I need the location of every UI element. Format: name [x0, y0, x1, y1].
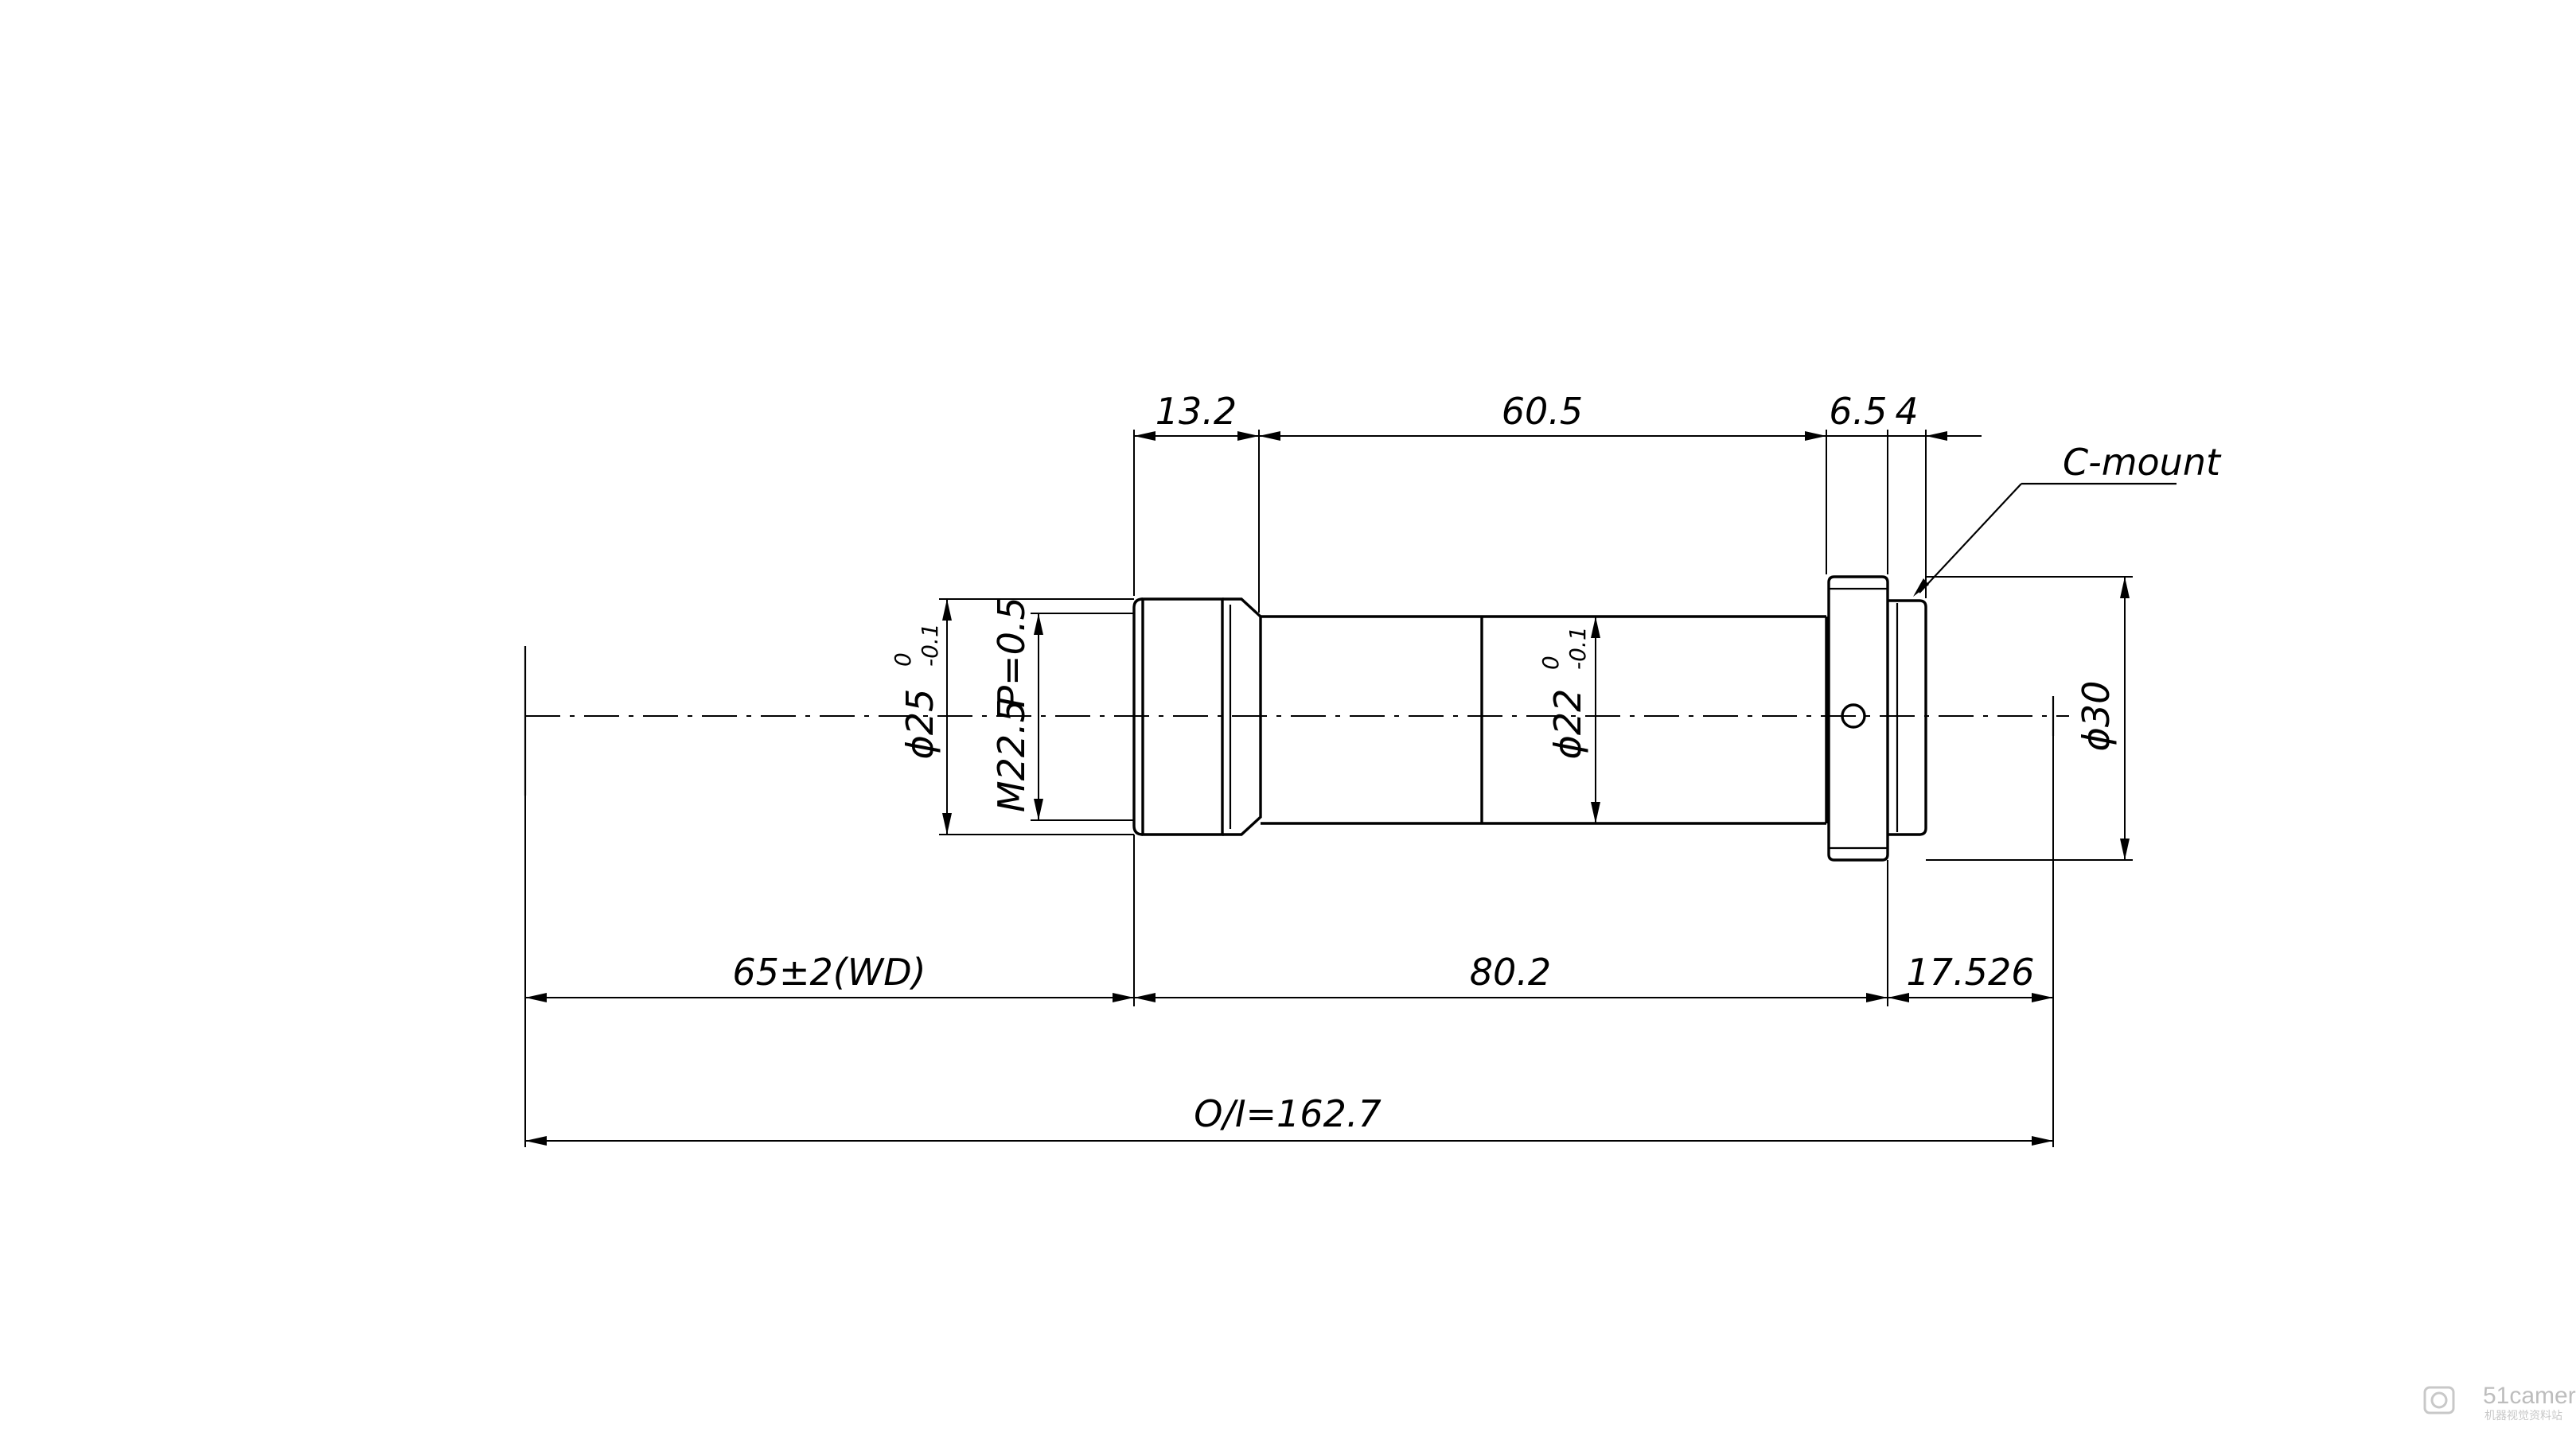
dim-13-2: 13.2 [1155, 390, 1237, 433]
locking-screw [1841, 703, 1866, 729]
mount-ring [1827, 575, 1889, 862]
watermark: 51camera 机器视觉资料站 [2423, 1383, 2576, 1422]
barrel-diameter-label: ϕ22 [1546, 689, 1589, 760]
c-mount-callout: C-mount [1913, 441, 2222, 597]
bottom-dimensions-row1: 65±2(WD) 80.2 17.526 [525, 835, 2053, 1006]
mount-diameter-dim: ϕ30 [1926, 576, 2133, 861]
watermark-subtext: 机器视觉资料站 [2484, 1409, 2562, 1422]
bottom-dimensions-row2: O/I=162.7 [525, 1092, 2053, 1146]
front-diameter-label: ϕ25 [898, 689, 941, 760]
front-diameter-tol-lower: -0.1 [917, 623, 943, 667]
front-ring-round-left [1132, 597, 1144, 836]
front-diameter-dims: ϕ25 0 -0.1 M22.5 P=0.5 [890, 597, 1134, 835]
watermark-brand: 51camera [2483, 1383, 2576, 1409]
top-dimensions: 13.2 60.5 6.5 4 [1133, 390, 1982, 613]
watermark-lens-icon [2430, 1391, 2448, 1409]
dim-working-distance: 65±2(WD) [732, 951, 926, 994]
watermark-logo-icon [2423, 1386, 2455, 1414]
barrel [1261, 615, 1826, 825]
dim-80-2: 80.2 [1470, 951, 1551, 994]
dim-60-5: 60.5 [1502, 390, 1583, 433]
filter-thread-pitch: P=0.5 [990, 597, 1033, 707]
filter-thread-label: M22.5 [990, 699, 1033, 812]
barrel-diameter-dim: ϕ22 0 -0.1 [1537, 617, 1600, 823]
c-mount-thread [1888, 599, 1927, 836]
front-diameter-tol-upper: 0 [890, 652, 916, 667]
dim-total-oi: O/I=162.7 [1194, 1092, 1382, 1135]
front-taper [1222, 597, 1262, 836]
dim-4: 4 [1895, 390, 1918, 433]
mount-diameter-label: ϕ30 [2075, 681, 2118, 752]
barrel-diameter-tol-lower: -0.1 [1565, 626, 1591, 670]
c-mount-label: C-mount [2063, 441, 2222, 484]
dim-6-5: 6.5 [1829, 390, 1887, 433]
barrel-diameter-tol-upper: 0 [1537, 656, 1564, 670]
dim-17-526: 17.526 [1907, 951, 2035, 994]
lens-body [1132, 575, 1927, 862]
